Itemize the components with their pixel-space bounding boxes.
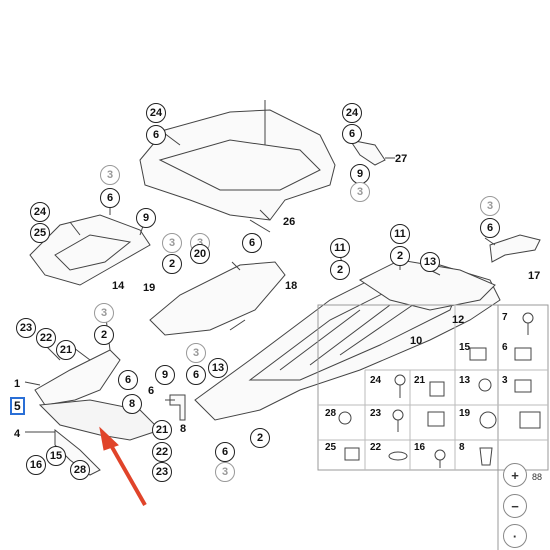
label-14[interactable]: 14 <box>112 280 125 292</box>
label-27[interactable]: 27 <box>395 153 408 165</box>
callout-3[interactable]: 3 <box>100 165 120 185</box>
callout-2[interactable]: 2 <box>330 260 350 280</box>
callout-3[interactable]: 3 <box>480 196 500 216</box>
label-10[interactable]: 10 <box>410 335 423 347</box>
callout-11[interactable]: 11 <box>330 238 350 258</box>
callout-6[interactable]: 6 <box>342 124 362 144</box>
grid-label-21[interactable]: 21 <box>414 375 426 386</box>
callout-11[interactable]: 11 <box>390 224 410 244</box>
callout-16[interactable]: 16 <box>26 455 46 475</box>
callout-2[interactable]: 2 <box>250 428 270 448</box>
callout-23[interactable]: 23 <box>152 462 172 482</box>
label-26[interactable]: 26 <box>283 216 296 228</box>
label-8[interactable]: 8 <box>180 423 187 435</box>
zoom-out-icon[interactable]: − <box>503 494 527 518</box>
callout-3[interactable]: 3 <box>94 303 114 323</box>
callout-6[interactable]: 6 <box>186 365 206 385</box>
grid-label-8[interactable]: 8 <box>459 442 465 453</box>
callout-25[interactable]: 25 <box>30 223 50 243</box>
callout-22[interactable]: 22 <box>36 328 56 348</box>
callout-20[interactable]: 20 <box>190 244 210 264</box>
grid-label-15[interactable]: 15 <box>459 342 471 353</box>
label-12[interactable]: 12 <box>452 314 465 326</box>
callout-21[interactable]: 21 <box>56 340 76 360</box>
callout-3[interactable]: 3 <box>162 233 182 253</box>
label-18[interactable]: 18 <box>285 280 298 292</box>
grid-label-16[interactable]: 16 <box>414 442 426 453</box>
left-shield <box>29 214 151 286</box>
callout-13[interactable]: 13 <box>208 358 228 378</box>
callout-8[interactable]: 8 <box>122 394 142 414</box>
grid-label-22[interactable]: 22 <box>370 442 382 453</box>
callout-6[interactable]: 6 <box>146 125 166 145</box>
grid-label-25[interactable]: 25 <box>325 442 337 453</box>
callout-21[interactable]: 21 <box>152 420 172 440</box>
callout-6[interactable]: 6 <box>100 188 120 208</box>
callout-13[interactable]: 13 <box>420 252 440 272</box>
callout-23[interactable]: 23 <box>16 318 36 338</box>
grid-label-19[interactable]: 19 <box>459 408 471 419</box>
grid-label-13[interactable]: 13 <box>459 375 471 386</box>
label-4[interactable]: 4 <box>14 428 21 440</box>
callout-6[interactable]: 6 <box>242 233 262 253</box>
callout-24[interactable]: 24 <box>342 103 362 123</box>
callout-2[interactable]: 2 <box>390 246 410 266</box>
callout-24[interactable]: 24 <box>146 103 166 123</box>
grid-label-24[interactable]: 24 <box>370 375 382 386</box>
callout-9[interactable]: 9 <box>136 208 156 228</box>
grid-label-23[interactable]: 23 <box>370 408 382 419</box>
zoom-fit-icon[interactable]: · <box>503 524 527 548</box>
callout-2[interactable]: 2 <box>94 325 114 345</box>
top-shield <box>139 109 336 221</box>
callout-3[interactable]: 3 <box>186 343 206 363</box>
callout-6[interactable]: 6 <box>118 370 138 390</box>
highlight-arrow <box>106 439 147 506</box>
grid-label-6[interactable]: 6 <box>502 342 508 353</box>
callout-22[interactable]: 22 <box>152 442 172 462</box>
callout-6[interactable]: 6 <box>215 442 235 462</box>
front-spoiler <box>34 349 121 406</box>
selected-part-5[interactable]: 5 <box>10 397 25 415</box>
callout-9[interactable]: 9 <box>155 365 175 385</box>
grid-label-28[interactable]: 28 <box>325 408 337 419</box>
callout-15[interactable]: 15 <box>46 446 66 466</box>
callout-28[interactable]: 28 <box>70 460 90 480</box>
middle-shield <box>149 261 286 336</box>
callout-9[interactable]: 9 <box>350 164 370 184</box>
grid-label-3[interactable]: 3 <box>502 375 508 386</box>
callout-3[interactable]: 3 <box>215 462 235 482</box>
label-1[interactable]: 1 <box>14 378 21 390</box>
label-17[interactable]: 17 <box>528 270 541 282</box>
scale-code: 88 <box>532 472 543 482</box>
grid-label-7[interactable]: 7 <box>502 312 508 323</box>
label-7[interactable]: 6 <box>148 385 155 397</box>
label-19[interactable]: 19 <box>143 282 156 294</box>
callout-24[interactable]: 24 <box>30 202 50 222</box>
callout-2[interactable]: 2 <box>162 254 182 274</box>
callout-6[interactable]: 6 <box>480 218 500 238</box>
callout-3[interactable]: 3 <box>350 182 370 202</box>
zoom-in-icon[interactable]: + <box>503 463 527 487</box>
parts-grid-frame <box>317 304 549 471</box>
